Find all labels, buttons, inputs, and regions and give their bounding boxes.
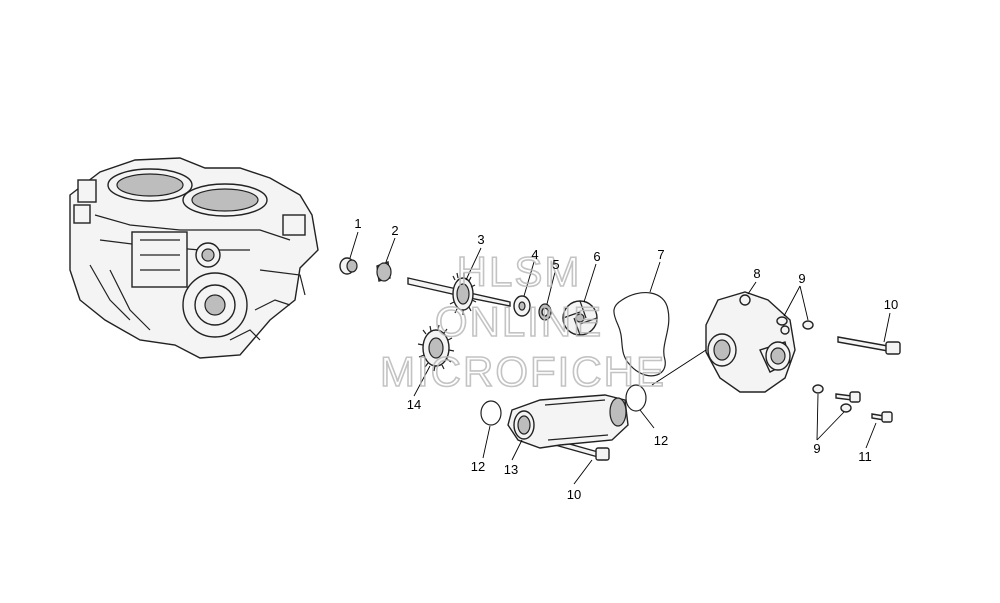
part-10-bolt-upper [837,336,901,355]
callout-2: 2 [391,223,398,238]
part-11-bolts [835,391,893,423]
part-3-gear [449,272,477,315]
callout-labels: 1 2 3 4 5 6 7 8 9 10 9 11 12 12 13 10 14 [354,216,898,502]
part-12-o-ring-right [625,384,647,412]
part-6-impeller [562,300,598,336]
part-5-seal [538,303,552,321]
part-14-gear [417,324,455,372]
callout-6: 6 [593,249,600,264]
callout-9-lower: 9 [813,441,820,456]
watermark: HLSM ONLINE MICROFICHE [379,247,666,396]
part-9-nuts [776,316,852,413]
part-4-washer [513,295,531,317]
callout-3: 3 [477,232,484,247]
callout-5: 5 [552,257,559,272]
callout-12-right: 12 [654,433,668,448]
callout-14: 14 [407,397,421,412]
part-8-pump-housing [705,291,796,393]
callout-10-lower: 10 [567,487,581,502]
callout-9-upper: 9 [798,271,805,286]
callout-1: 1 [354,216,361,231]
watermark-line-2: ONLINE [435,298,603,345]
watermark-line-1: HLSM [457,248,582,295]
callout-10-upper: 10 [884,297,898,312]
callout-13: 13 [504,462,518,477]
engine-block [69,157,319,359]
part-13-coolant-pipe [507,394,629,449]
part-1-bushing [339,257,358,275]
callout-11: 11 [858,449,872,464]
part-2-bearing [376,261,392,282]
leader-lines [349,231,891,485]
part-12-o-ring-left [480,400,502,426]
callout-4: 4 [531,247,538,262]
callout-8: 8 [753,266,760,281]
callout-7: 7 [657,247,664,262]
part-7-gasket [613,292,670,377]
callout-12-left: 12 [471,459,485,474]
watermark-line-3: MICROFICHE [380,348,666,395]
